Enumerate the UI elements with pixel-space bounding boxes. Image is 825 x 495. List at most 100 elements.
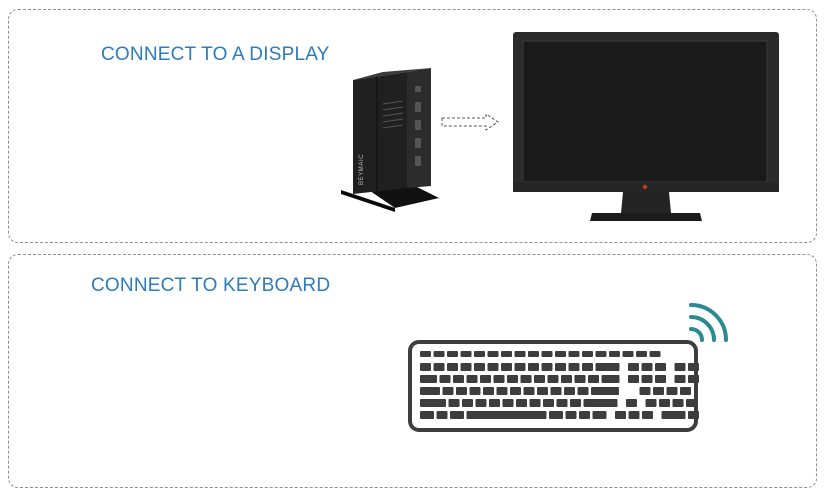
keyboard-key xyxy=(550,387,562,395)
keyboard-key xyxy=(448,399,460,407)
keyboard-key xyxy=(555,351,566,357)
keyboard-key xyxy=(582,351,593,357)
keyboard-key xyxy=(574,375,586,383)
keyboard-key xyxy=(501,351,512,357)
keyboard-key xyxy=(420,375,437,383)
display-section-heading: CONNECT TO A DISPLAY xyxy=(101,44,330,65)
keyboard-key xyxy=(510,387,521,395)
keyboard-key xyxy=(661,411,686,419)
keyboard-key xyxy=(680,387,691,395)
keyboard-key xyxy=(489,399,500,407)
keyboard-key xyxy=(502,399,514,407)
keyboard-key xyxy=(528,351,539,357)
keyboard-key xyxy=(547,375,559,383)
keyboard-key xyxy=(570,399,581,407)
keyboard-key xyxy=(583,399,618,407)
keyboard-key xyxy=(514,351,526,357)
keyboard-key xyxy=(565,411,577,419)
keyboard-key xyxy=(462,399,473,407)
keyboard-section-heading: CONNECT TO KEYBOARD xyxy=(91,275,331,296)
keyboard-key xyxy=(579,411,590,419)
keyboard-key xyxy=(541,351,553,357)
keyboard-key xyxy=(582,363,593,371)
keyboard-key xyxy=(456,387,467,395)
keyboard-key xyxy=(674,363,686,371)
keyboard-key xyxy=(528,363,539,371)
keyboard-key xyxy=(642,411,653,419)
keyboard-key xyxy=(609,351,620,357)
keyboard-key xyxy=(686,399,697,407)
keyboard-key xyxy=(577,387,589,395)
keyboard-key xyxy=(501,363,512,371)
keyboard-key xyxy=(537,387,548,395)
keyboard-key xyxy=(447,351,458,357)
keyboard-key xyxy=(436,411,448,419)
keyboard-key xyxy=(588,375,599,383)
keyboard-key xyxy=(688,363,699,371)
keyboard-key xyxy=(475,399,487,407)
keyboard-key xyxy=(466,375,478,383)
keyboard-key xyxy=(561,375,572,383)
keyboard-key xyxy=(659,399,670,407)
keyboard-key xyxy=(460,363,472,371)
keyboard-key xyxy=(420,387,440,395)
keyboard-key xyxy=(534,375,545,383)
keyboard-key xyxy=(615,411,626,419)
wireless-signal-icon xyxy=(689,303,728,342)
keyboard-key xyxy=(453,375,464,383)
keyboard-icon xyxy=(408,340,699,432)
keyboard-key xyxy=(628,411,640,419)
keyboard-key xyxy=(450,411,464,419)
keyboard-key xyxy=(442,387,454,395)
keyboard-key xyxy=(433,363,445,371)
device-brand-label: BEYMAIC xyxy=(359,154,365,185)
keyboard-key xyxy=(474,363,485,371)
keyboard-key xyxy=(487,351,499,357)
keyboard-key xyxy=(626,399,637,407)
keyboard-key xyxy=(483,387,494,395)
dashed-arrow-icon xyxy=(441,113,499,131)
keyboard-key xyxy=(592,411,607,419)
mini-pc-icon: BEYMAIC xyxy=(341,68,439,212)
keyboard-key xyxy=(420,411,434,419)
keyboard-key xyxy=(541,363,553,371)
keyboard-key xyxy=(543,399,554,407)
keyboard-key xyxy=(628,363,639,371)
monitor-icon xyxy=(513,32,779,221)
keyboard-key xyxy=(636,351,647,357)
keyboard-key xyxy=(568,363,580,371)
keyboard-key xyxy=(466,411,547,419)
keyboard-key xyxy=(523,387,535,395)
keyboard-key xyxy=(493,375,505,383)
keyboard-key xyxy=(516,399,527,407)
keyboard-key xyxy=(655,363,666,371)
keyboard-key xyxy=(514,363,526,371)
keyboard-section-panel xyxy=(8,254,817,488)
keyboard-key xyxy=(496,387,508,395)
keyboard-key xyxy=(474,351,485,357)
keyboard-key xyxy=(641,375,653,383)
keyboard-key xyxy=(480,375,491,383)
display-section-panel xyxy=(8,9,817,243)
keyboard-key xyxy=(641,363,653,371)
keyboard-key xyxy=(595,363,620,371)
keyboard-key xyxy=(487,363,499,371)
keyboard-key xyxy=(601,375,620,383)
keyboard-key xyxy=(628,375,639,383)
keyboard-key xyxy=(622,351,634,357)
keyboard-key xyxy=(591,387,619,395)
keyboard-key xyxy=(469,387,481,395)
keyboard-key xyxy=(549,411,563,419)
keyboard-key xyxy=(688,411,699,419)
keyboard-key xyxy=(420,351,431,357)
keyboard-key xyxy=(439,375,451,383)
keyboard-key xyxy=(568,351,580,357)
keyboard-key xyxy=(649,351,661,357)
keyboard-key xyxy=(688,375,699,383)
keyboard-key xyxy=(666,387,678,395)
keyboard-key xyxy=(655,375,666,383)
keyboard-key xyxy=(653,387,664,395)
keyboard-key xyxy=(460,351,472,357)
keyboard-key xyxy=(433,351,445,357)
keyboard-key xyxy=(555,363,566,371)
